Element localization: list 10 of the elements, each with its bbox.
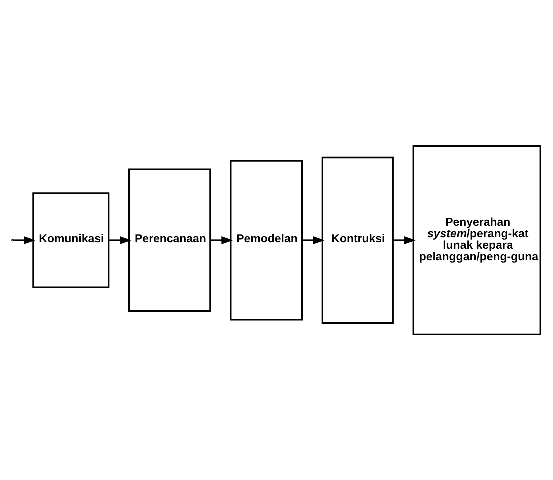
arrow (108, 236, 132, 244)
arrow (210, 236, 234, 244)
arrow (302, 236, 325, 244)
arrow (393, 236, 416, 244)
arrow (13, 236, 36, 244)
node-box: Kontruksi (322, 156, 394, 324)
node-box: Pemodelan (230, 160, 304, 320)
node-box: Penyerahan system/perang-kat lunak kepara pelanggan/peng-guna (412, 144, 542, 336)
node-box: Perencanaan (128, 168, 212, 312)
node-box: Komunikasi (32, 192, 110, 288)
